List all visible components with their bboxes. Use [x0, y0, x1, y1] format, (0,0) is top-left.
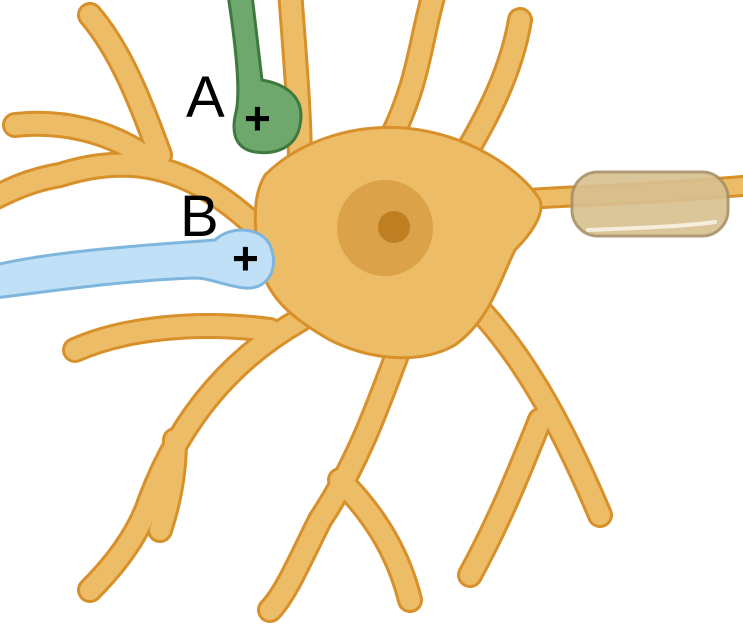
myelin-sheath	[570, 170, 730, 238]
label-b: B	[180, 184, 219, 249]
nucleolus	[378, 211, 410, 243]
label-a: A	[186, 65, 225, 130]
axon-terminal-b	[0, 228, 276, 299]
axon-terminal-a	[227, 0, 303, 155]
plus-sign-b-icon: +	[232, 232, 259, 284]
plus-sign-a-icon: +	[244, 92, 271, 144]
